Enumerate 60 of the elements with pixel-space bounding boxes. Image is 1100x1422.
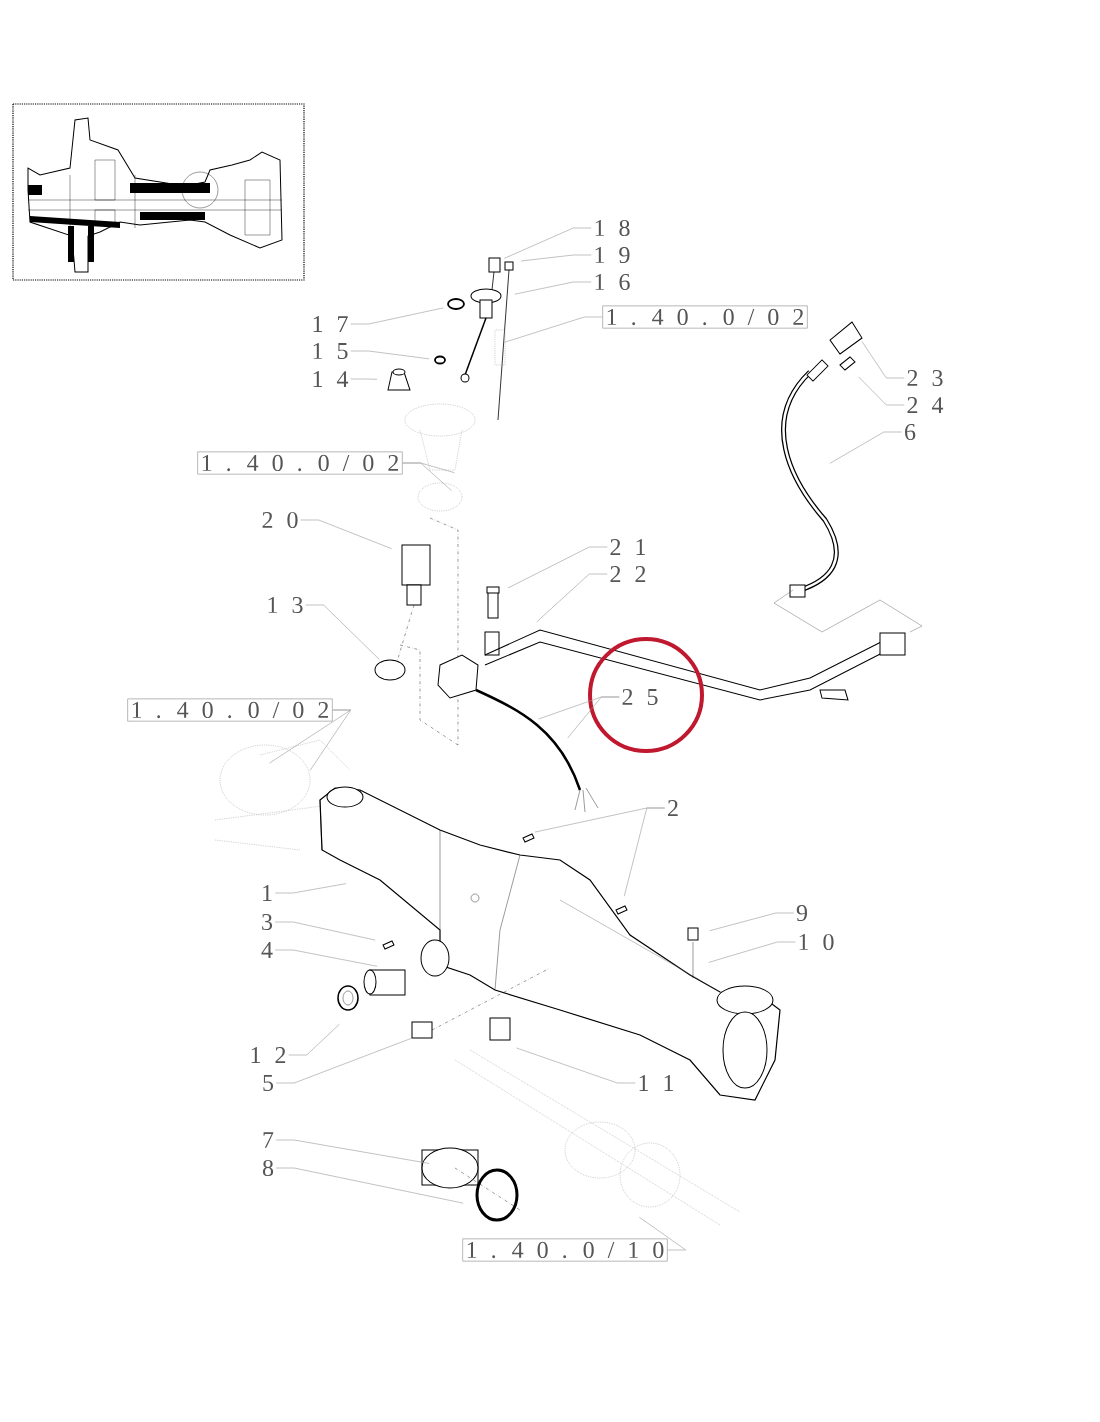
leader-line	[288, 1023, 340, 1056]
callout-number: 1 8	[595, 219, 630, 237]
callout-number: 1 3	[268, 596, 303, 614]
reference-box: 1 . 4 0 . 0 / 0 2	[127, 698, 333, 722]
leader-line	[623, 807, 666, 897]
callout-number: 2 1	[610, 539, 646, 555]
callout-number: 8	[262, 1159, 274, 1177]
highlight-circle	[588, 637, 704, 753]
callout-number: 1	[263, 885, 272, 901]
leader-line	[536, 573, 608, 623]
callout-number: 2 5	[622, 688, 658, 706]
callout-number: 3	[262, 913, 273, 931]
callout-number: 5	[263, 1075, 274, 1091]
leader-line	[350, 378, 378, 380]
leader-line	[274, 949, 378, 967]
leader-line	[858, 376, 905, 406]
callout-number: 1 5	[313, 343, 348, 360]
leader-line	[516, 1047, 636, 1084]
callout-number: 2 3	[907, 369, 943, 387]
callout-number: 9	[796, 904, 807, 922]
leader-line	[504, 316, 603, 343]
leader-line	[507, 546, 608, 589]
leader-line	[503, 227, 592, 259]
leader-line	[274, 883, 347, 894]
leader-line	[269, 709, 352, 764]
reference-box: 1 . 4 0 . 0 / 0 2	[602, 305, 808, 329]
leader-line	[350, 307, 444, 325]
reference-box: 1 . 4 0 . 0 / 1 0	[462, 1238, 668, 1262]
leader-line	[305, 604, 380, 660]
leader-line	[520, 254, 592, 262]
leader-line	[639, 1216, 687, 1251]
callout-number: 1 9	[595, 246, 630, 264]
callout-number: 2	[668, 800, 678, 816]
leader-line	[275, 1167, 464, 1204]
leader-line	[300, 519, 392, 549]
leader-line	[275, 1037, 412, 1084]
leader-line	[274, 921, 376, 941]
leader-line	[829, 431, 903, 464]
leader-line	[402, 462, 452, 491]
callout-number: 1 2	[251, 1047, 286, 1063]
leader-line	[514, 281, 592, 295]
leader-line	[708, 941, 796, 963]
callout-number: 2 0	[262, 511, 298, 529]
leader-line	[861, 341, 905, 379]
callout-number: 1 6	[595, 273, 630, 291]
callout-number: 7	[263, 1132, 274, 1148]
leader-line	[309, 709, 352, 771]
callout-number: 1 7	[313, 316, 348, 332]
callout-number: 1 4	[313, 371, 349, 387]
callout-number: 4	[261, 942, 273, 958]
callout-number: 2 2	[610, 566, 646, 582]
leader-line	[709, 912, 795, 931]
reference-box: 1 . 4 0 . 0 / 0 2	[197, 451, 403, 475]
callout-number: 2 4	[907, 397, 944, 413]
leader-line	[275, 1139, 430, 1164]
callout-number: 1 0	[799, 933, 834, 951]
leader-line	[350, 350, 430, 360]
callout-number: 1 1	[639, 1075, 674, 1091]
callout-number: 6	[905, 423, 916, 441]
leader-line	[567, 696, 620, 739]
